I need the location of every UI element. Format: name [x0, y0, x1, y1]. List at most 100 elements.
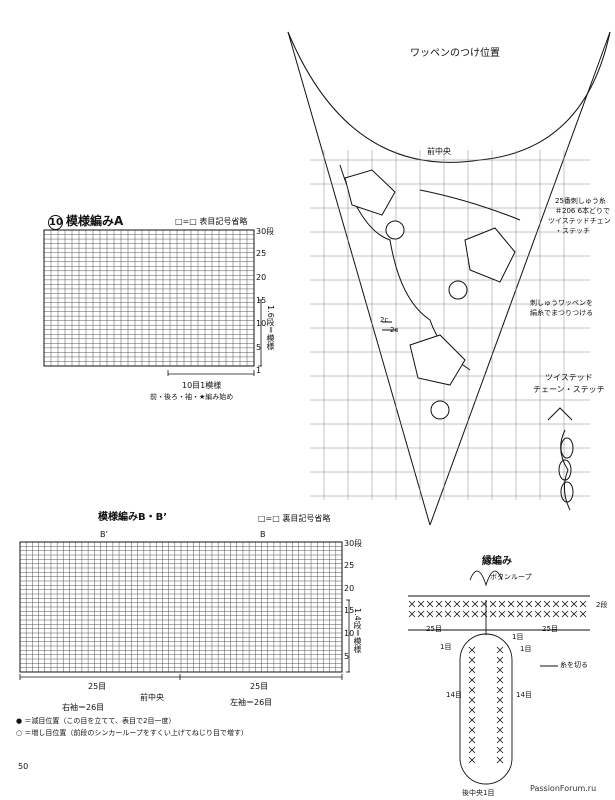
row-tick-label: 10	[256, 319, 267, 329]
stitch-mark	[552, 610, 560, 618]
stitch-mark	[480, 600, 488, 608]
stitch-mark	[496, 676, 504, 684]
stitch-mark	[471, 600, 479, 608]
chart-b-frame	[19, 541, 343, 673]
stitch-mark	[534, 600, 542, 608]
stitch-mark	[408, 610, 416, 618]
chart-b-side-unit: 段＝模様	[353, 620, 362, 653]
stitch-mark	[417, 610, 425, 618]
chart-b-note-2: ○ ＝増し目位置（前段のシンカーループをすくい上げてねじり目で増す）	[16, 729, 248, 737]
stitch-mark	[561, 600, 569, 608]
vneck-dim-a: 2c	[380, 316, 389, 324]
stitch-mark	[579, 600, 587, 608]
row-tick-label: 30段	[344, 539, 363, 548]
chart-a-title: 模様編みA	[66, 214, 124, 228]
chart-a-side-measure: 1.6段＝模様	[265, 305, 276, 350]
edging-one-a: 1目	[512, 633, 524, 641]
stitch-mark	[435, 600, 443, 608]
chart-a-side-value: 1.6	[266, 305, 275, 318]
vneck-patch-note-1: 刺しゅうワッペンを	[530, 299, 593, 307]
stitch-mark	[543, 600, 551, 608]
edging-count-right: 25目	[542, 625, 558, 633]
row-tick-label: 25	[344, 560, 355, 570]
chart-b-note-2-text: ＝増し目位置（前段のシンカーループをすくい上げてねじり目で増す）	[24, 729, 248, 737]
edging-back-center: 後中央1目	[462, 789, 495, 797]
stitch-mark	[426, 610, 434, 618]
stitch-mark	[525, 600, 533, 608]
stitch-mark	[489, 600, 497, 608]
twisted-label-2: チェーン・ステッチ	[533, 385, 605, 394]
stitch-mark	[417, 600, 425, 608]
stitch-mark	[468, 666, 476, 674]
edging-diagram	[408, 570, 590, 785]
edging-one-c: 1目	[520, 645, 532, 653]
vneck-diagram	[287, 31, 611, 526]
chart-b-side-measure: 1.4段＝模様	[352, 608, 363, 653]
chart-b-right-sleeve: 右袖＝26目	[62, 703, 105, 712]
stitch-mark	[468, 676, 476, 684]
stitch-mark	[534, 610, 542, 618]
row-tick-label: 20	[344, 583, 355, 593]
chart-a-grid	[44, 230, 254, 366]
stitch-mark	[408, 600, 416, 608]
chart-a-start: 前・後ろ・袖・★編み始め	[150, 393, 234, 401]
chart-b-center-front: 前中央	[140, 693, 164, 702]
row-tick-label: 5	[256, 342, 262, 352]
stitch-mark	[496, 696, 504, 704]
edging-one-b: 1目	[440, 643, 452, 651]
stitch-mark	[552, 600, 560, 608]
stitch-mark	[498, 610, 506, 618]
chart-b-dimensions	[19, 599, 350, 680]
stitch-mark	[468, 656, 476, 664]
chart-b-note-1-text: ＝減目位置（この目を立てて、表目で2目一度）	[24, 717, 176, 725]
stitch-mark	[453, 600, 461, 608]
stitch-mark	[525, 610, 533, 618]
edging-title: 縁編み	[482, 556, 512, 567]
stitch-mark	[471, 610, 479, 618]
edging-cut-thread: 糸を切る	[560, 661, 588, 669]
row-tick-label: 30段	[256, 227, 275, 236]
stitch-mark	[468, 736, 476, 744]
row-tick-label: 20	[256, 272, 267, 282]
chart-b-label-b-prime: B’	[100, 530, 109, 539]
stitch-mark	[570, 600, 578, 608]
stitch-mark	[543, 610, 551, 618]
vneck-stitch-note-3: ツイステッドチェン	[548, 217, 611, 225]
stitch-mark	[480, 610, 488, 618]
stitch-mark	[462, 610, 470, 618]
stitch-mark	[516, 600, 524, 608]
stitch-mark	[579, 610, 587, 618]
stitch-mark	[468, 696, 476, 704]
stitch-mark	[444, 610, 452, 618]
vneck-center-front: 前中央	[427, 147, 451, 156]
chart-a-number: 10	[48, 215, 63, 230]
vneck-stitch-note-1: 25番刺しゅう糸	[555, 197, 606, 205]
chart-b-note-1: ● ＝減目位置（この目を立てて、表目で2目一度）	[16, 717, 176, 725]
chart-a-side-unit: 段＝模様	[266, 317, 275, 350]
stitch-mark	[496, 666, 504, 674]
stitch-mark	[426, 600, 434, 608]
stitch-mark	[570, 610, 578, 618]
stitch-mark	[468, 706, 476, 714]
vneck-title: ワッペンのつけ位置	[410, 48, 500, 59]
stitch-mark	[489, 610, 497, 618]
stitch-mark	[444, 600, 452, 608]
chart-a-frame	[43, 229, 255, 367]
edging-fourteen-a: 14目	[446, 691, 462, 699]
stitch-mark	[516, 610, 524, 618]
vneck-stitch-note-2: ＃206 6本どりで	[555, 207, 611, 215]
stitch-mark	[496, 646, 504, 654]
chart-b-width-right: 25目	[250, 682, 269, 691]
stitch-mark	[496, 706, 504, 714]
stitch-mark	[496, 756, 504, 764]
row-tick-label: 1	[256, 366, 262, 375]
stitch-mark	[561, 610, 569, 618]
stitch-mark	[468, 646, 476, 654]
chart-b-label-b: B	[260, 530, 266, 539]
chart-b-side-value: 1.4	[353, 608, 362, 621]
stitch-mark	[496, 726, 504, 734]
page-number: 50	[18, 762, 29, 771]
stitch-mark	[468, 746, 476, 754]
row-tick-label: 15	[256, 296, 267, 305]
chart-b-left-sleeve: 左袖＝26目	[230, 698, 273, 707]
